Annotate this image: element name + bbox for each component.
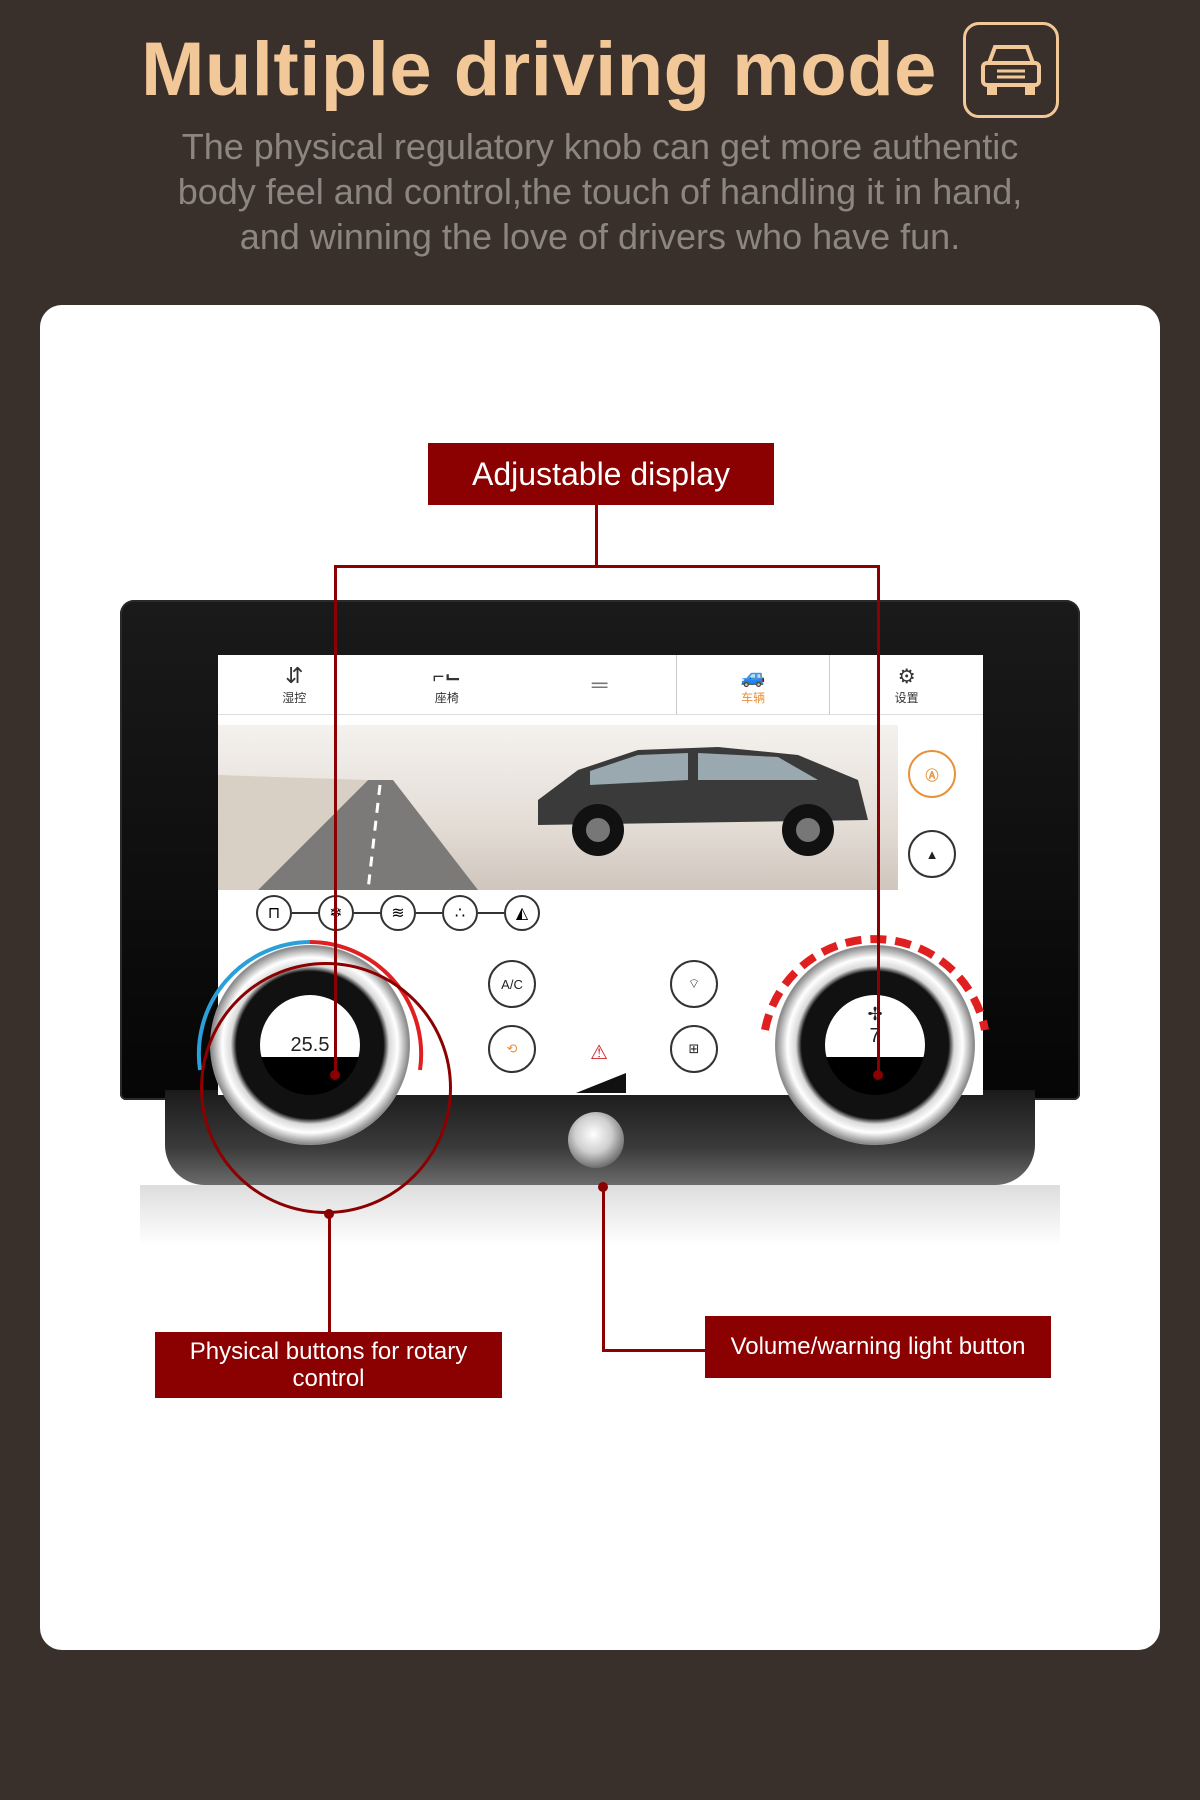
recirculation-button[interactable]: ⟲ [488, 1025, 536, 1073]
adjustable-display-label: Adjustable display [428, 443, 774, 505]
page-title: Multiple driving mode [141, 27, 937, 112]
rotary-buttons-label: Physical buttons for rotary control [155, 1332, 502, 1398]
screen-tabs: ⇵ 湿控 ⌐⌙ 座椅 ═ 🚙 车辆 ⚙ 设置 [218, 655, 983, 715]
ac-button[interactable]: A/C [488, 960, 536, 1008]
mode-rock-button[interactable]: ◭ [504, 895, 540, 931]
mode-connector [354, 912, 380, 914]
ac-label: A/C [501, 976, 523, 992]
tab-label: 座椅 [434, 690, 459, 705]
mode-sand-button[interactable]: ∴ [442, 895, 478, 931]
volume-knob[interactable] [568, 1112, 624, 1168]
tab-settings[interactable]: ⚙ 设置 [830, 655, 983, 715]
terrain-mode-button[interactable]: ▲ [908, 830, 956, 878]
sand-icon: ∴ [454, 905, 466, 922]
fan-speed-value: 7 [869, 1025, 881, 1047]
menu-lines-icon: ═ [591, 671, 608, 697]
fan-speed-knob[interactable]: ✢ 7 [775, 945, 975, 1145]
front-defrost-button[interactable]: ⌔ [670, 960, 718, 1008]
subtitle-line: and winning the love of drivers who have… [239, 216, 961, 257]
car-front-icon [962, 22, 1059, 118]
car-front-icon: ⊓ [267, 905, 281, 922]
mode-connector [478, 912, 504, 914]
mode-connector [292, 912, 318, 914]
mode-comfort-button[interactable]: ⊓ [256, 895, 292, 931]
auto-mode-button[interactable]: Ⓐ [908, 750, 956, 798]
rock-icon: ◭ [515, 905, 529, 922]
mud-icon: ≋ [391, 905, 405, 922]
car-side-icon: 🚙 [740, 665, 766, 688]
rotary-highlight-ring [200, 962, 452, 1214]
vehicle-scene [218, 725, 898, 891]
subtitle: The physical regulatory knob can get mor… [100, 124, 1100, 259]
rear-defrost-button[interactable]: ⊞ [670, 1025, 718, 1073]
leader-line [334, 565, 880, 568]
volume-level-icon [576, 1073, 626, 1093]
leader-line [877, 565, 880, 1075]
mode-connector [416, 912, 442, 914]
leader-line [334, 565, 337, 1075]
subtitle-line: The physical regulatory knob can get mor… [181, 126, 1019, 167]
rear-defrost-icon: ⊞ [688, 1041, 700, 1056]
tab-seat[interactable]: ⌐⌙ 座椅 [370, 655, 524, 715]
tab-label: 湿控 [282, 691, 307, 705]
tab-label: 车辆 [741, 690, 766, 705]
auto-icon: Ⓐ [925, 767, 939, 783]
leader-dot [873, 1070, 883, 1080]
tab-menu[interactable]: ═ [523, 655, 676, 715]
tab-label: 设置 [894, 690, 919, 705]
headline: Multiple driving mode [0, 22, 1200, 118]
leader-line [602, 1186, 605, 1351]
mountain-icon: ▲ [925, 846, 939, 862]
tab-climate[interactable]: ⇵ 湿控 [218, 655, 371, 715]
hazard-icon: ⚠ [590, 1042, 608, 1064]
tab-vehicle[interactable]: 🚙 车辆 [675, 655, 831, 715]
road-car-illustration [218, 747, 868, 891]
mode-mud-button[interactable]: ≋ [380, 895, 416, 931]
airflow-icon: ⇵ [285, 663, 304, 688]
leader-line [595, 505, 598, 567]
leader-line [602, 1349, 705, 1352]
seat-icon: ⌐⌙ [432, 665, 462, 688]
front-defrost-icon: ⌔ [687, 976, 701, 991]
volume-button-label: Volume/warning light button [705, 1316, 1051, 1378]
recirculation-icon: ⟲ [506, 1041, 518, 1056]
subtitle-line: body feel and control,the touch of handl… [177, 171, 1023, 212]
fan-arc-icon [761, 935, 989, 1031]
gear-icon: ⚙ [897, 665, 916, 688]
leader-line [328, 1214, 331, 1334]
